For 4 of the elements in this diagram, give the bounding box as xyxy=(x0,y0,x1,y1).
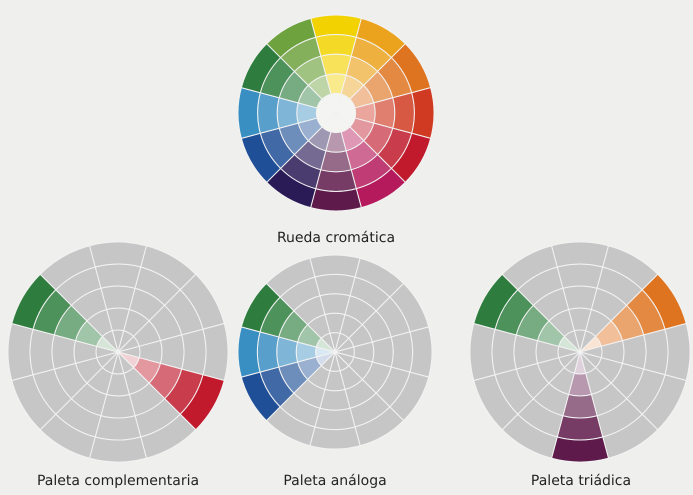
wheel-caption: Paleta triádica xyxy=(530,473,632,489)
wheel-caption: Paleta análoga xyxy=(282,473,388,489)
wheel-caption: Paleta complementaria xyxy=(36,473,200,489)
wheel-caption: Rueda cromática xyxy=(276,230,396,246)
